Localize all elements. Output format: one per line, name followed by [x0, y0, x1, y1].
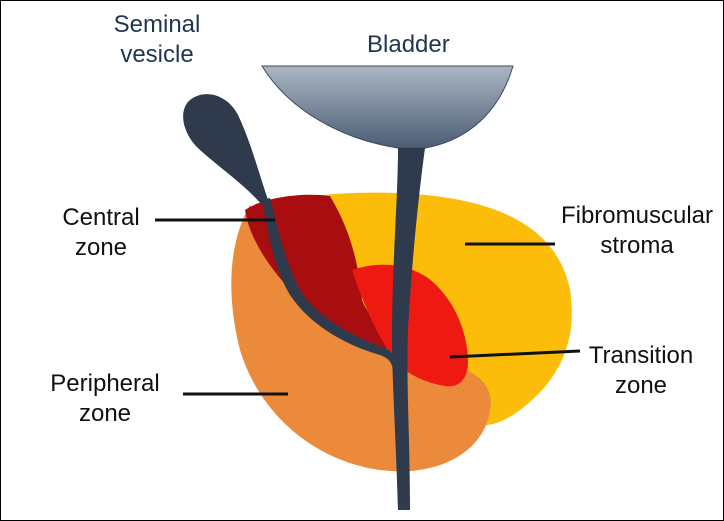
seminal-vesicle-label-line2: vesicle: [92, 40, 222, 70]
fibromuscular-stroma-label-line2: stroma: [552, 231, 722, 261]
transition-zone-label-line2: zone: [576, 371, 706, 401]
transition-zone-label-line1: Transition: [576, 341, 706, 371]
fibromuscular-stroma-label: Fibromuscular stroma: [552, 201, 722, 261]
central-zone-label-line1: Central: [46, 203, 156, 233]
transition-zone-label: Transition zone: [576, 341, 706, 401]
bladder-label: Bladder: [367, 30, 450, 60]
seminal-vesicle-label: Seminal vesicle: [92, 10, 222, 70]
central-zone-label-line2: zone: [46, 233, 156, 263]
peripheral-zone-label: Peripheral zone: [30, 369, 180, 429]
fibromuscular-stroma-label-line1: Fibromuscular: [552, 201, 722, 231]
peripheral-zone-label-line2: zone: [30, 399, 180, 429]
seminal-vesicle-label-line1: Seminal: [92, 10, 222, 40]
seminal-vesicle-shape: [183, 94, 268, 205]
peripheral-zone-label-line1: Peripheral: [30, 369, 180, 399]
bladder-shape: [262, 66, 513, 148]
central-zone-label: Central zone: [46, 203, 156, 263]
